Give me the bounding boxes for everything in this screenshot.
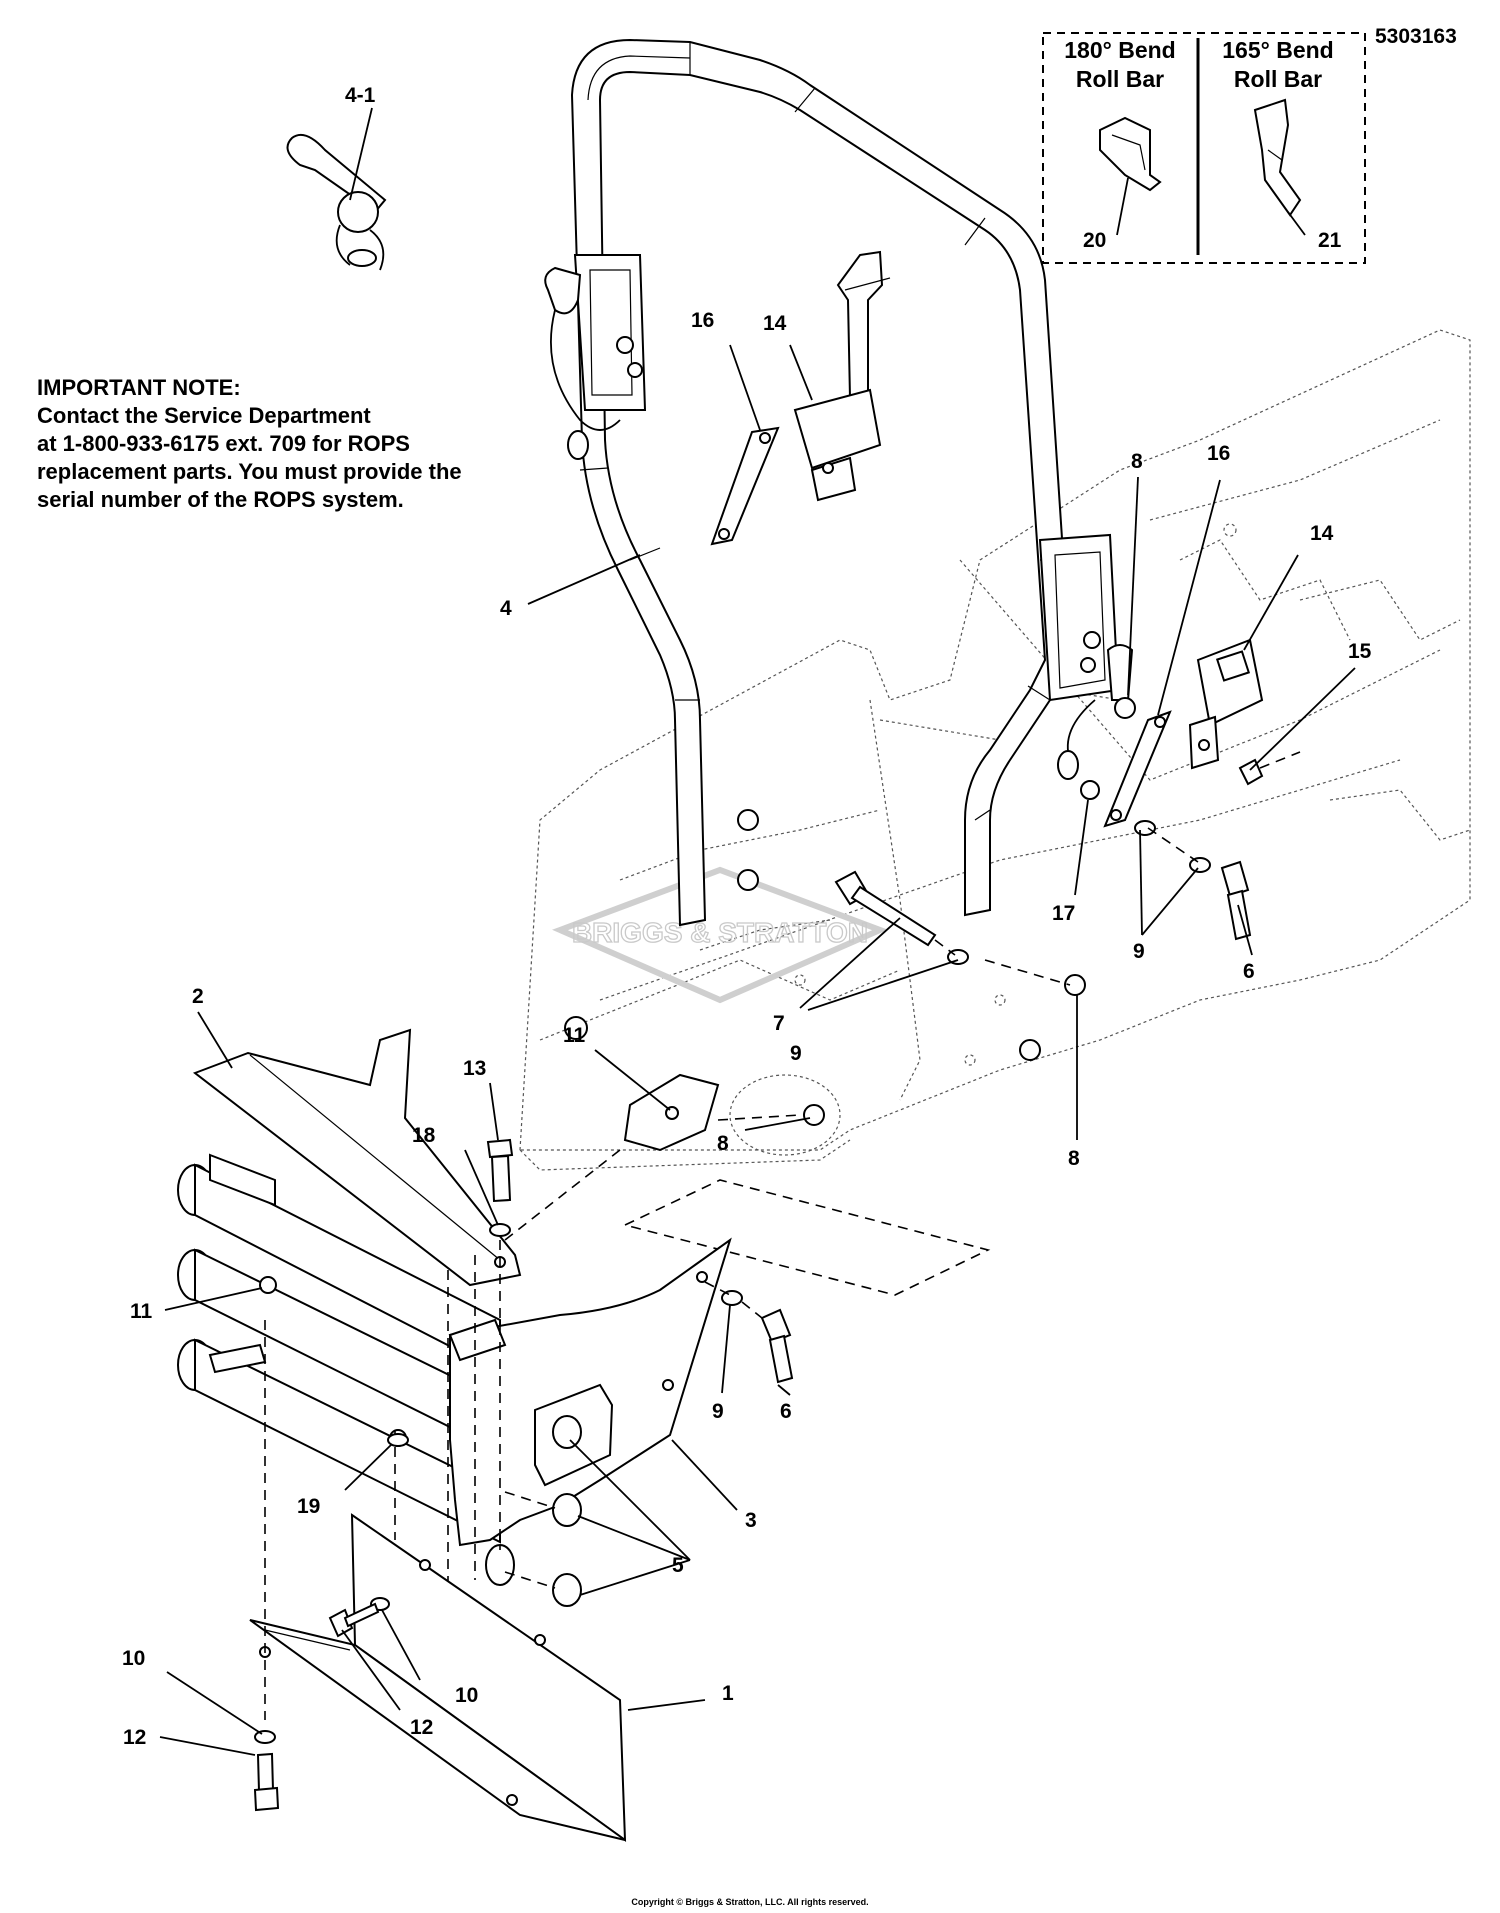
callout-13: 13 (463, 1057, 486, 1080)
callout-6b: 6 (780, 1400, 792, 1423)
callout-17: 17 (1052, 902, 1075, 925)
bolt-6-lower (704, 1281, 794, 1384)
callout-8c: 8 (1068, 1147, 1080, 1170)
document-number: 5303163 (1375, 25, 1457, 48)
callout-21: 21 (1318, 229, 1342, 252)
callout-6a: 6 (1243, 960, 1255, 983)
washer-19 (387, 1433, 409, 1447)
inset-right-title-2: Roll Bar (1234, 66, 1322, 92)
callout-11b: 11 (130, 1300, 153, 1323)
hardware-right (984, 697, 1301, 1061)
plugs-5 (504, 1415, 582, 1607)
callout-5: 5 (672, 1554, 684, 1577)
inset-left-title-2: Roll Bar (1076, 66, 1164, 92)
important-note-line: replacement parts. You must provide the (37, 459, 462, 484)
shield-2 (192, 1028, 522, 1287)
callout-18: 18 (412, 1124, 436, 1147)
bracket-right (1103, 710, 1172, 828)
callout-11a: 11 (563, 1024, 586, 1047)
important-note-line: at 1-800-933-6175 ext. 709 for ROPS (37, 431, 410, 456)
inset-box-text: 180° Bend Roll Bar 165° Bend Roll Bar 20… (1064, 37, 1341, 252)
important-note-line: serial number of the ROPS system. (37, 487, 404, 512)
callout-9c: 9 (712, 1400, 724, 1423)
important-note-heading: IMPORTANT NOTE: (37, 375, 241, 400)
callout-15: 15 (1348, 640, 1372, 663)
chassis-frame (519, 329, 1471, 1171)
inset-left-title-1: 180° Bend (1064, 37, 1175, 63)
copyright-notice: Copyright © Briggs & Stratton, LLC. All … (631, 1897, 869, 1907)
callout-14b: 14 (1310, 522, 1334, 545)
callouts: 4-1 4 16 14 8 16 14 15 17 9 6 7 9 2 13 1… (122, 84, 1372, 1749)
callout-19: 19 (297, 1495, 320, 1518)
callout-14a: 14 (763, 312, 787, 335)
callout-12b: 12 (410, 1716, 433, 1739)
callout-10a: 10 (122, 1647, 145, 1670)
callout-9a: 9 (1133, 940, 1145, 963)
important-note: IMPORTANT NOTE: Contact the Service Depa… (37, 374, 557, 514)
callout-2: 2 (192, 985, 204, 1008)
callout-20: 20 (1083, 229, 1106, 252)
clip-180-icon (1099, 116, 1162, 192)
hardware-bottom (253, 1597, 390, 1812)
callout-8b: 8 (717, 1132, 729, 1155)
bolt-7 (834, 870, 969, 965)
plate-11 (504, 1073, 825, 1241)
bracket-left (710, 426, 780, 546)
callout-4-1: 4-1 (345, 84, 376, 107)
nuts-left (564, 1016, 588, 1040)
callout-3: 3 (745, 1509, 757, 1532)
inset-right-title-1: 165° Bend (1222, 37, 1333, 63)
callout-4: 4 (500, 597, 512, 620)
seat-belt-buckle-right (1188, 638, 1264, 770)
callout-7: 7 (773, 1012, 785, 1035)
hitch-pin-left (544, 266, 621, 460)
bolt-13 (394, 1138, 514, 1590)
callout-12a: 12 (123, 1726, 146, 1749)
callout-16a: 16 (691, 309, 714, 332)
hitch-pin-right (1057, 644, 1134, 780)
inset-box (1042, 32, 1366, 264)
hitch-pin-4-1 (286, 134, 387, 271)
important-note-line: Contact the Service Department (37, 403, 371, 428)
leader-lines (159, 107, 1356, 1756)
callout-16b: 16 (1207, 442, 1230, 465)
briggs-stratton-watermark: BRIGGS & STRATTON (552, 866, 888, 1004)
callout-8a: 8 (1131, 450, 1143, 473)
side-plate-3 (448, 1237, 732, 1547)
callout-1: 1 (722, 1682, 734, 1705)
bottom-plate-1 (249, 1320, 627, 1843)
seat-belt-left (793, 250, 891, 502)
roll-bar (570, 38, 1120, 927)
callout-10b: 10 (455, 1684, 478, 1707)
alignment-box (622, 1179, 991, 1296)
svg-text:BRIGGS & STRATTON: BRIGGS & STRATTON (572, 917, 868, 948)
callout-9b: 9 (790, 1042, 802, 1065)
